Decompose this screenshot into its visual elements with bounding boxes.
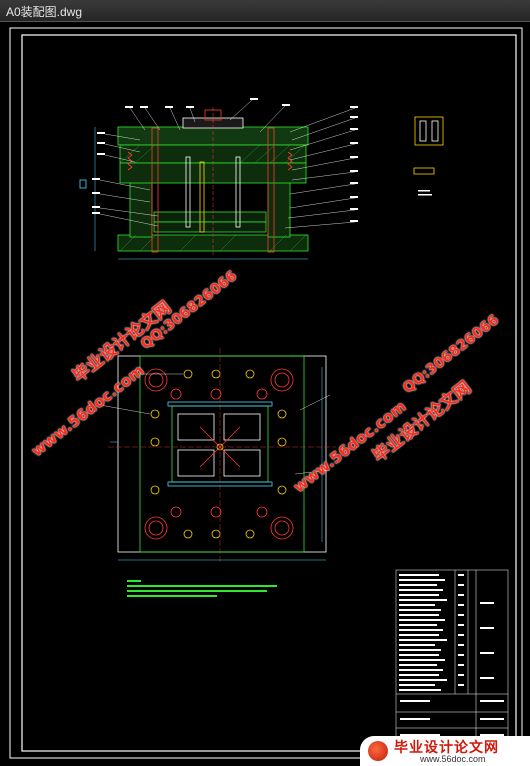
top-clamp-plate	[117, 126, 309, 146]
footer-site: www.56doc.com	[420, 754, 486, 764]
section-view	[79, 98, 358, 260]
logo-icon	[368, 741, 388, 761]
technical-notes	[127, 580, 277, 597]
footer-brand-banner: 毕业设计论文网 www.56doc.com	[360, 736, 530, 766]
sheet-outer-frame	[9, 27, 523, 759]
plan-outline	[117, 355, 327, 553]
drawing-canvas[interactable]: 毕业设计论文网 www.56doc.com QQ:306826066 QQ:30…	[0, 22, 530, 766]
plan-view	[99, 348, 336, 562]
footer-brand: 毕业设计论文网	[394, 740, 499, 756]
title-bar: A0装配图.dwg	[0, 0, 530, 22]
part-detail	[413, 116, 444, 196]
window-title: A0装配图.dwg	[6, 5, 83, 19]
cavity-plate	[119, 144, 307, 164]
sheet-inner-frame	[21, 34, 517, 752]
parts-list-rows	[399, 574, 504, 736]
